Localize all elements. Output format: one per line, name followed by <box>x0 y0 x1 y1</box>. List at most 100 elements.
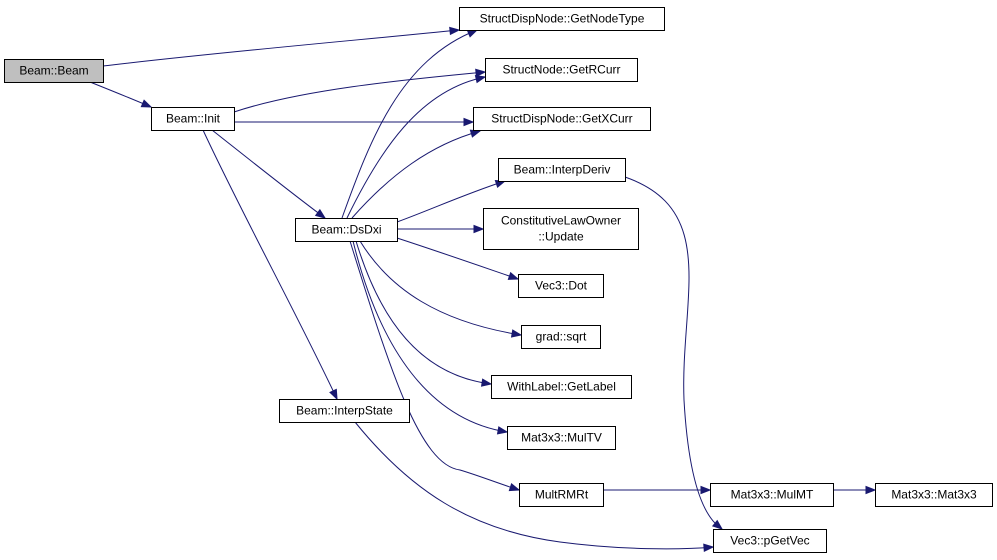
node-box <box>507 426 616 450</box>
edge-line <box>396 237 519 280</box>
edge-line <box>352 240 508 433</box>
node-box <box>710 483 834 507</box>
edge-init-to-interpstate <box>202 129 338 401</box>
node-getlabel[interactable]: WithLabel::GetLabel <box>491 375 632 399</box>
node-label: Vec3::pGetVec <box>730 534 809 548</box>
edge-dsdxi-to-update <box>397 224 485 234</box>
node-pgetvec[interactable]: Vec3::pGetVec <box>713 529 827 553</box>
node-box <box>4 59 104 83</box>
edge-interpderiv-to-pgetvec <box>624 176 724 530</box>
edge-arrowhead <box>496 426 509 435</box>
node-getxcurr[interactable]: StructDispNode::GetXCurr <box>473 107 651 131</box>
node-box <box>875 483 993 507</box>
node-box <box>295 218 398 242</box>
edge-mulmt-to-mat3x3 <box>833 485 877 495</box>
node-label: Beam::Init <box>166 112 221 126</box>
edge-init-to-dsdxi <box>211 129 327 219</box>
edge-arrowhead <box>480 378 493 387</box>
edge-arrowhead <box>140 99 153 108</box>
node-mulmt[interactable]: Mat3x3::MulMT <box>710 483 834 507</box>
edge-arrowhead <box>700 485 712 495</box>
node-label: Mat3x3::MulMT <box>731 488 814 502</box>
node-box <box>519 483 604 507</box>
node-label: WithLabel::GetLabel <box>507 380 616 394</box>
edge-dsdxi-to-multrmrt <box>349 240 521 492</box>
node-label: Mat3x3::Mat3x3 <box>891 488 977 502</box>
edge-line <box>346 76 486 219</box>
edge-arrowhead <box>510 329 523 338</box>
node-dot[interactable]: Vec3::Dot <box>518 274 604 298</box>
node-box <box>498 158 626 182</box>
node-dsdxi[interactable]: Beam::DsDxi <box>295 218 398 242</box>
edge-arrowhead <box>463 117 475 127</box>
node-label: Beam::InterpState <box>296 404 393 418</box>
edge-dsdxi-to-getlabel <box>355 240 493 387</box>
node-label: ConstitutiveLawOwner <box>501 214 621 228</box>
edge-line <box>211 129 326 219</box>
node-label: StructNode::GetRCurr <box>502 63 620 77</box>
edge-init-to-getxcurr <box>234 117 475 127</box>
edge-beam-to-getnodetype <box>102 26 461 67</box>
edge-arrowhead <box>475 68 487 78</box>
edge-arrowhead <box>329 388 338 401</box>
node-label: Vec3::Dot <box>535 279 588 293</box>
node-label: ::Update <box>538 230 584 244</box>
node-label: StructDispNode::GetNodeType <box>480 12 645 26</box>
edge-line <box>396 180 506 223</box>
node-box <box>279 399 410 423</box>
edge-init-to-getrcurr <box>233 68 487 113</box>
edge-arrowhead <box>449 26 461 36</box>
edge-arrowhead <box>711 519 724 530</box>
node-box <box>485 58 638 82</box>
edge-dsdxi-to-sqrt <box>359 240 523 338</box>
edge-dsdxi-to-getxcurr <box>351 129 482 219</box>
edge-dsdxi-to-getrcurr <box>346 75 487 219</box>
node-box <box>521 325 601 349</box>
node-label: StructDispNode::GetXCurr <box>491 112 632 126</box>
edge-line <box>355 240 492 385</box>
edge-line <box>349 240 520 491</box>
edge-line <box>351 130 481 219</box>
edge-arrowhead <box>469 129 482 138</box>
edge-arrowhead <box>507 271 520 280</box>
node-interpderiv[interactable]: Beam::InterpDeriv <box>498 158 626 182</box>
edge-interpstate-to-pgetvec <box>354 421 715 552</box>
edge-dsdxi-to-multv <box>352 240 509 435</box>
node-init[interactable]: Beam::Init <box>151 107 235 131</box>
edge-arrowhead <box>703 543 715 552</box>
node-multrmrt[interactable]: MultRMRt <box>519 483 604 507</box>
node-box <box>713 529 827 553</box>
node-beam[interactable]: Beam::Beam <box>4 59 104 83</box>
edge-arrowhead <box>473 224 485 234</box>
edges-layer <box>89 26 877 552</box>
node-getnodetype[interactable]: StructDispNode::GetNodeType <box>459 7 665 31</box>
node-getrcurr[interactable]: StructNode::GetRCurr <box>485 58 638 82</box>
node-interpstate[interactable]: Beam::InterpState <box>279 399 410 423</box>
node-update[interactable]: ConstitutiveLawOwner::Update <box>483 208 639 250</box>
edge-multrmrt-to-mulmt <box>603 485 712 495</box>
node-label: Beam::DsDxi <box>311 223 381 237</box>
edge-arrowhead <box>508 483 521 492</box>
edge-line <box>89 81 152 108</box>
edge-beam-to-init <box>89 81 153 108</box>
node-box <box>518 274 604 298</box>
edge-dsdxi-to-dot <box>396 237 520 280</box>
node-box <box>473 107 651 131</box>
node-label: Beam::InterpDeriv <box>514 163 611 177</box>
edge-line <box>624 176 723 530</box>
node-label: Beam::Beam <box>19 64 88 78</box>
node-box <box>459 7 665 31</box>
edge-line <box>354 421 714 550</box>
node-multv[interactable]: Mat3x3::MulTV <box>507 426 616 450</box>
edge-line <box>202 129 338 400</box>
node-sqrt[interactable]: grad::sqrt <box>521 325 601 349</box>
edge-line <box>341 29 478 219</box>
node-label: grad::sqrt <box>536 330 587 344</box>
edge-dsdxi-to-interpderiv <box>396 179 507 223</box>
edge-arrowhead <box>474 75 487 84</box>
node-mat3x3[interactable]: Mat3x3::Mat3x3 <box>875 483 993 507</box>
edge-line <box>102 29 460 67</box>
node-box <box>483 208 639 250</box>
